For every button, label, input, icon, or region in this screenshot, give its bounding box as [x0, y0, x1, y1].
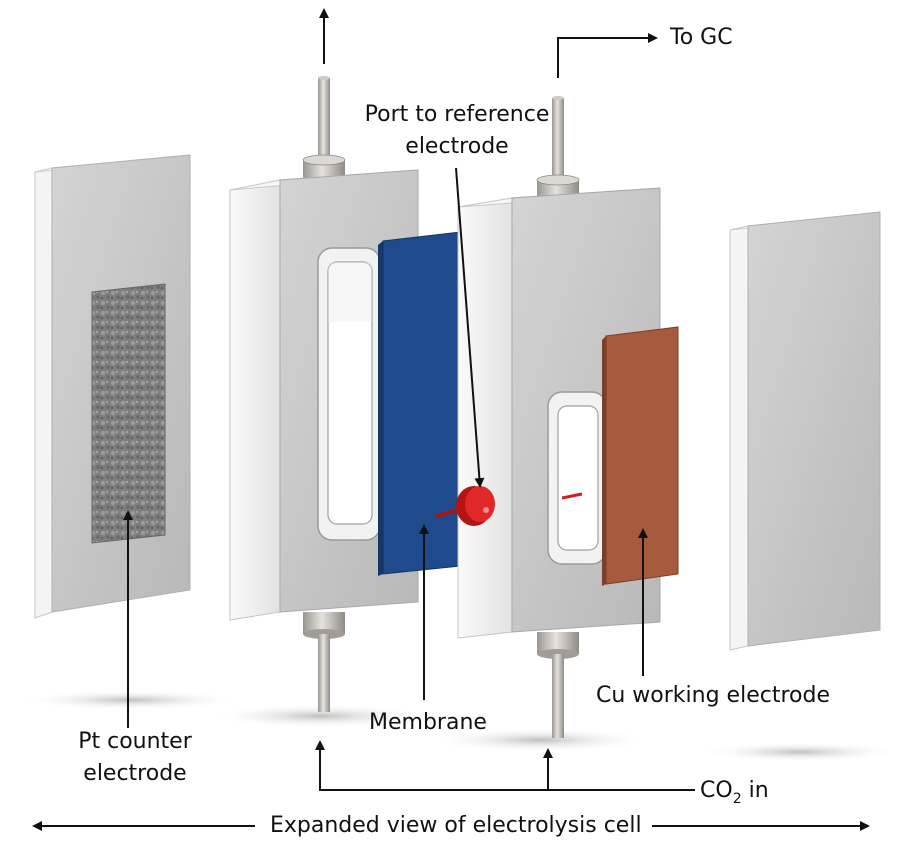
shadow [700, 742, 900, 762]
to-gc-arrow [557, 33, 658, 78]
membrane [378, 231, 461, 576]
cu-working-electrode [602, 326, 679, 586]
co2-in-label: CO2 in [700, 778, 769, 807]
annotation-arrows [32, 8, 870, 831]
co2-subscript: 2 [732, 791, 742, 807]
co2-bracket-line [315, 740, 695, 791]
to-gc-label: To GC [670, 25, 733, 50]
port-label-line2: electrode [405, 134, 509, 159]
port-arrow [455, 167, 485, 488]
shadow [430, 728, 650, 752]
pt-label-line2: electrode [83, 761, 187, 786]
shadow [20, 690, 240, 710]
port-label-line1: Port to reference [364, 102, 550, 127]
pt-mesh [91, 283, 166, 544]
pt-end-plate [34, 154, 191, 619]
expanded-view-label: Expanded view of electrolysis cell [270, 813, 642, 838]
right-end-plate [729, 211, 881, 651]
reference-port [435, 486, 495, 526]
membrane-label: Membrane [369, 710, 487, 735]
pt-label-line1: Pt counter [78, 729, 192, 754]
co2-main: CO [700, 778, 733, 803]
cu-electrode-label: Cu working electrode [596, 683, 830, 708]
shadow [210, 704, 430, 728]
co2-suffix: in [741, 778, 769, 803]
